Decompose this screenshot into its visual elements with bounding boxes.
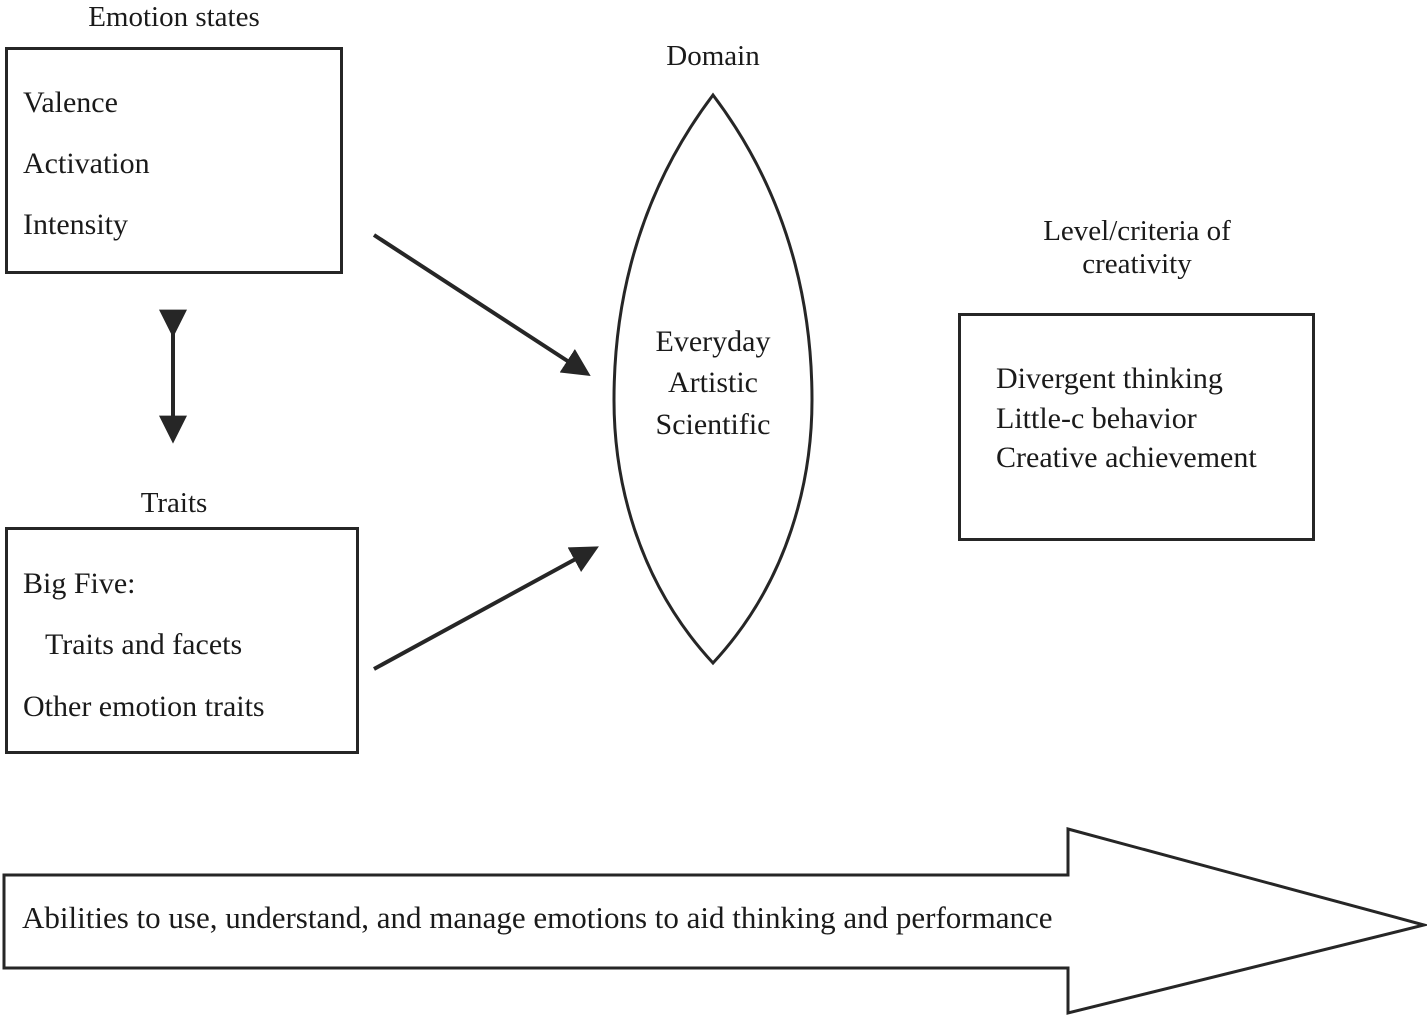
box-level-criteria-item-little-c-behavior: Little-c behavior (996, 402, 1197, 435)
caption-traits: Traits (140, 487, 208, 519)
box-traits-item-traits-and-facets: Traits and facets (23, 628, 243, 661)
caption-domain: Domain (666, 40, 760, 72)
arrow-traits-to-domain (373, 546, 599, 671)
box-level-criteria-item-creative-achievement: Creative achievement (996, 441, 1257, 474)
box-level-criteria-item-divergent-thinking: Divergent thinking (996, 362, 1223, 395)
arrow-emotion-states-to-domain (372, 233, 591, 377)
box-emotion-states-item-intensity: Intensity (23, 208, 128, 241)
banner-abilities-label: Abilities to use, understand, and manage… (22, 900, 1053, 935)
caption-level-criteria-of-creativity: Level/criteria of creativity (1043, 215, 1231, 281)
box-traits-item-other-emotion-traits: Other emotion traits (23, 690, 265, 723)
box-emotion-states-item-valence: Valence (23, 86, 118, 119)
box-emotion-states-item-activation: Activation (23, 147, 150, 180)
box-emotion-states (5, 47, 343, 274)
box-level-criteria (958, 313, 1315, 541)
caption-emotion-states: Emotion states (88, 1, 260, 33)
box-traits (5, 527, 359, 754)
box-traits-item-big-five: Big Five: (23, 567, 136, 600)
lens-domain-label: Everyday Artistic Scientific (655, 325, 771, 441)
